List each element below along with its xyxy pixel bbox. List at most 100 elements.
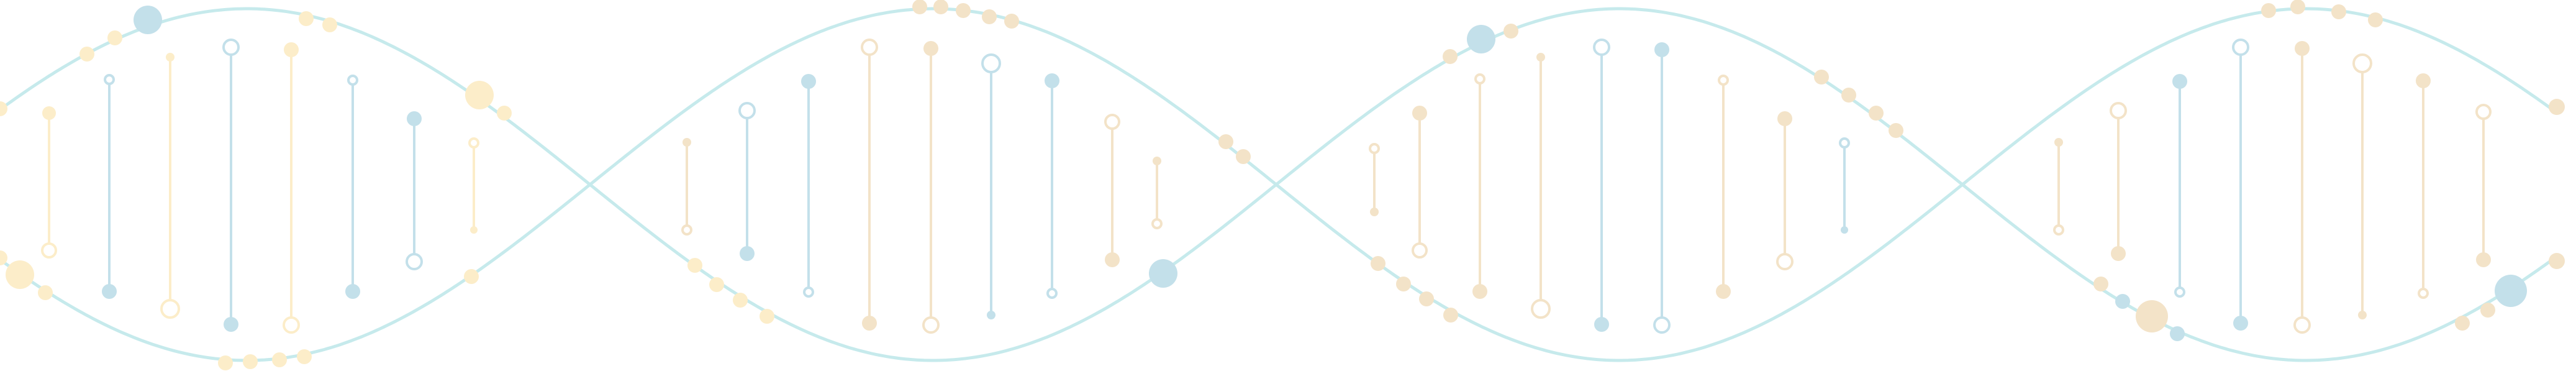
rung-top-filled-node xyxy=(923,41,938,56)
base-pair-rung xyxy=(406,111,423,270)
rung-top-ring-node xyxy=(981,53,1001,73)
base-pair-rungs xyxy=(41,39,2492,334)
strand-node xyxy=(243,354,258,369)
helix-strand-b xyxy=(0,7,2557,362)
rung-bottom-ring-node xyxy=(681,224,692,236)
base-pair-rung xyxy=(345,75,360,299)
strand-node xyxy=(912,0,927,14)
strand-node xyxy=(1371,256,1386,271)
rung-bottom-ring-node xyxy=(1776,253,1794,270)
base-pair-rung xyxy=(922,41,940,334)
rung-top-ring-node xyxy=(1718,75,1729,86)
base-pair-rung xyxy=(102,74,117,299)
rung-top-filled-node xyxy=(1777,111,1792,126)
base-pair-rung xyxy=(468,137,479,234)
strand-node xyxy=(107,30,122,45)
rung-bottom-filled-node xyxy=(862,316,877,331)
strand-node xyxy=(2290,0,2305,14)
base-pair-rung xyxy=(681,138,692,236)
rung-top-ring-node xyxy=(1593,39,1610,56)
base-pair-rung xyxy=(2475,104,2492,267)
rung-top-ring-node xyxy=(1369,143,1380,154)
rung-bottom-filled-node xyxy=(2476,252,2491,267)
strand-node xyxy=(299,11,314,26)
rung-top-filled-node xyxy=(1536,53,1545,62)
rung-bottom-ring-node xyxy=(2418,288,2429,299)
base-pair-rung xyxy=(2416,73,2431,299)
rung-bottom-filled-node xyxy=(1370,208,1379,216)
strand-node xyxy=(2170,326,2185,341)
strand-node xyxy=(272,352,287,367)
strand-node xyxy=(2495,275,2527,307)
strand-node xyxy=(464,269,479,284)
rung-bottom-ring-node xyxy=(1046,288,1058,299)
strand-node xyxy=(218,355,233,370)
base-pair-rung xyxy=(160,53,180,319)
base-pair-rung xyxy=(222,39,240,332)
strand-node xyxy=(2455,316,2470,331)
rung-top-filled-node xyxy=(801,74,816,89)
rung-bottom-ring-node xyxy=(803,286,814,298)
rung-top-filled-node xyxy=(2416,73,2431,88)
rung-top-ring-node xyxy=(104,74,115,85)
rung-bottom-filled-node xyxy=(2111,246,2126,261)
strand-node xyxy=(2115,294,2130,309)
rung-top-filled-node xyxy=(1654,42,1669,57)
strand-node xyxy=(2480,303,2495,318)
rung-bottom-filled-node xyxy=(740,246,755,261)
rung-top-ring-node xyxy=(1839,137,1850,149)
rung-top-filled-node xyxy=(2172,74,2187,89)
base-pair-rung xyxy=(2232,39,2249,331)
base-pair-rung xyxy=(2053,138,2064,236)
rung-top-ring-node xyxy=(347,75,358,86)
rung-top-ring-node xyxy=(2232,39,2249,56)
strand-node xyxy=(733,293,748,308)
strand-node xyxy=(760,309,774,324)
rung-top-filled-node xyxy=(284,42,299,57)
strand-node xyxy=(2331,4,2346,19)
base-pair-rung xyxy=(1472,73,1487,299)
rung-bottom-filled-node xyxy=(224,317,238,332)
base-pair-rung xyxy=(801,74,816,298)
base-pair-rung xyxy=(1593,39,1610,332)
strand-node xyxy=(1841,88,1856,103)
strand-node xyxy=(2549,99,2565,115)
strand-node xyxy=(1443,308,1458,323)
rung-top-filled-node xyxy=(1412,106,1427,121)
rung-bottom-filled-node xyxy=(987,311,995,319)
strand-node xyxy=(1419,291,1434,306)
base-pair-rung xyxy=(1412,106,1428,259)
strand-node xyxy=(497,106,512,121)
strand-node xyxy=(134,6,162,34)
rung-bottom-ring-node xyxy=(41,242,57,259)
strand-node xyxy=(1467,25,1495,53)
strand-node xyxy=(1218,134,1233,149)
strand-node xyxy=(297,349,312,364)
rung-bottom-ring-node xyxy=(406,253,423,270)
strand-node xyxy=(1236,149,1251,164)
base-pair-rung xyxy=(2352,53,2372,319)
rung-bottom-ring-node xyxy=(160,299,180,319)
rung-top-ring-node xyxy=(1104,114,1120,130)
base-pair-rung xyxy=(1716,75,1731,299)
strand-node xyxy=(2093,277,2108,291)
rung-bottom-ring-node xyxy=(922,316,940,334)
strand-node xyxy=(465,81,494,109)
strand-node xyxy=(79,47,94,62)
base-pair-rung xyxy=(861,39,878,331)
strand-node xyxy=(709,277,724,292)
base-pair-rung xyxy=(981,53,1001,319)
rung-top-filled-node xyxy=(1045,73,1059,88)
helix-strands xyxy=(0,7,2557,362)
strand-node xyxy=(982,9,997,24)
strand-node xyxy=(2261,3,2276,18)
strand-node xyxy=(2549,253,2565,269)
strand-node xyxy=(1889,123,1903,138)
rung-bottom-filled-node xyxy=(1105,252,1120,267)
rung-top-ring-node xyxy=(1474,73,1485,85)
strand-node xyxy=(2368,12,2383,27)
rung-bottom-ring-node xyxy=(2053,224,2064,236)
rung-top-ring-node xyxy=(468,137,479,149)
rung-top-filled-node xyxy=(683,138,691,147)
